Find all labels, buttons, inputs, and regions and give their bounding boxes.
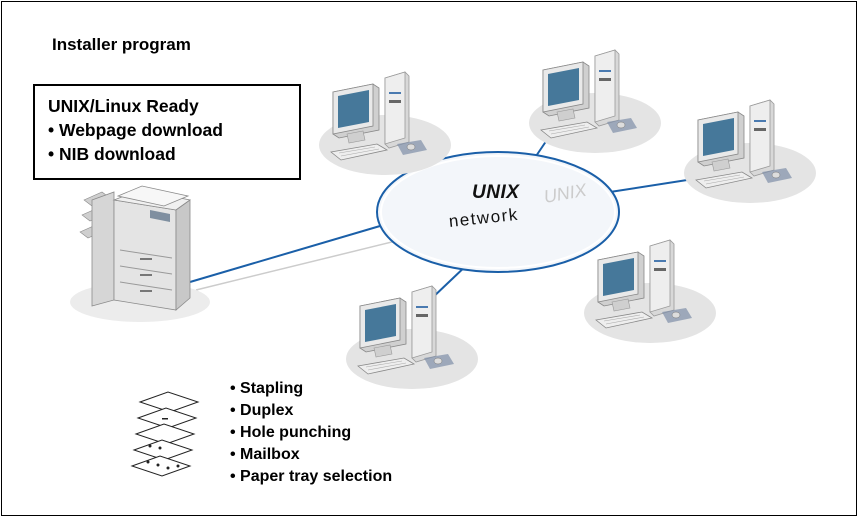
paper-stack-icon [131,391,199,477]
workstation-icon [318,71,452,176]
feature-item: • Paper tray selection [230,468,393,485]
workstation-icon [528,49,662,154]
feature-item: • Hole punching [230,424,352,441]
info-line: • NIB download [48,144,176,164]
installer-program-title: Installer program [52,35,191,54]
workstation-icon [683,99,817,204]
info-line: • Webpage download [48,120,223,140]
network-cloud [376,151,620,273]
feature-list: • Stapling • Duplex • Hole punching • Ma… [230,378,392,488]
workstation-icon [583,239,717,344]
feature-item: • Duplex [230,402,294,419]
unix-linux-info-box: UNIX/Linux Ready • Webpage download • NI… [33,84,301,180]
feature-item: • Stapling [230,380,304,397]
printer-icon [70,185,210,322]
feature-item: • Mailbox [230,446,300,463]
workstation-icon [345,285,479,390]
info-line: UNIX/Linux Ready [48,96,199,116]
network-name: UNIX [472,182,520,203]
